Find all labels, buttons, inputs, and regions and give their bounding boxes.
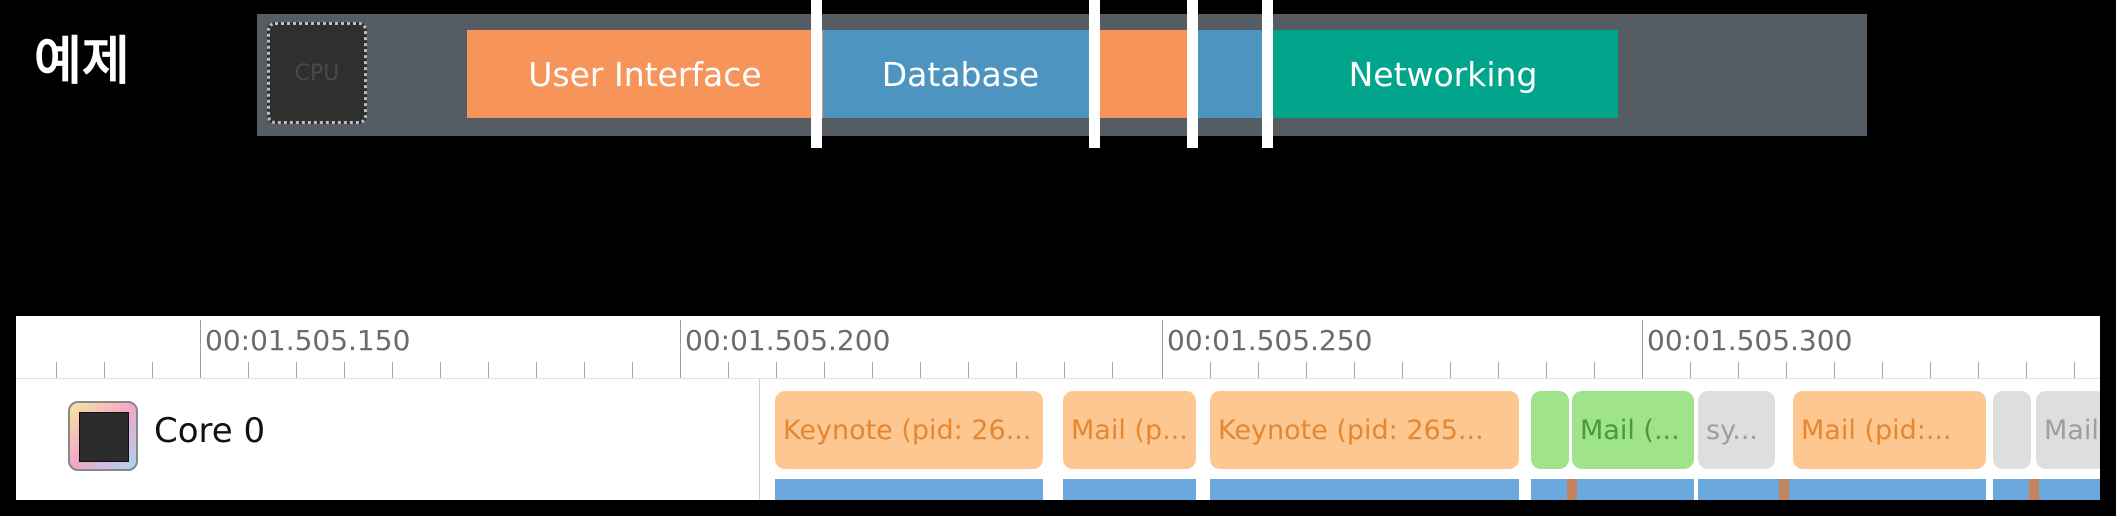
ruler-minor-tick xyxy=(1354,362,1355,378)
thread-event[interactable]: Keynote (pid: 26... xyxy=(775,391,1043,469)
ruler-minor-tick xyxy=(344,362,345,378)
ruler-minor-tick xyxy=(1016,362,1017,378)
ruler-minor-tick xyxy=(296,362,297,378)
ruler-major-tick xyxy=(200,320,201,378)
thread-event[interactable]: Mail (p... xyxy=(1063,391,1196,469)
cpu-usage-bar xyxy=(1993,479,2100,500)
ruler-minor-tick xyxy=(1258,362,1259,378)
ruler-minor-tick xyxy=(776,362,777,378)
ruler-minor-tick xyxy=(1064,362,1065,378)
ruler-major-tick xyxy=(1162,320,1163,378)
cpu-usage-bar xyxy=(1531,479,1694,500)
ruler-minor-tick xyxy=(392,362,393,378)
ruler-minor-tick xyxy=(536,362,537,378)
ruler-minor-tick xyxy=(1978,362,1979,378)
ruler-label: 00:01.505.150 xyxy=(205,324,411,357)
ruler-major-tick xyxy=(1642,320,1643,378)
ruler-minor-tick xyxy=(2074,362,2075,378)
ruler-label: 00:01.505.200 xyxy=(685,324,891,357)
ruler-minor-tick xyxy=(440,362,441,378)
core-row-header[interactable]: Core 0 xyxy=(16,379,760,500)
cpu-usage-bar xyxy=(775,479,1043,500)
ruler-minor-tick xyxy=(1834,362,1835,378)
thread-event[interactable]: sy... xyxy=(1698,391,1775,469)
ruler-minor-tick xyxy=(1738,362,1739,378)
ruler-minor-tick xyxy=(824,362,825,378)
ruler-minor-tick xyxy=(56,362,57,378)
time-ruler[interactable]: 00:01.505.150 00:01.505.200 00:01.505.25… xyxy=(16,316,2100,379)
ruler-minor-tick xyxy=(1498,362,1499,378)
segment-database: Database xyxy=(823,30,1098,118)
ruler-minor-tick xyxy=(920,362,921,378)
ruler-minor-tick xyxy=(488,362,489,378)
segment-user-interface-2 xyxy=(1098,30,1194,118)
core-label: Core 0 xyxy=(154,411,266,451)
interrupt-marker xyxy=(2029,479,2039,500)
context-switch-marker xyxy=(811,0,822,148)
ruler-minor-tick xyxy=(1594,362,1595,378)
context-switch-marker xyxy=(1089,0,1100,148)
segment-networking: Networking xyxy=(1268,30,1618,118)
ruler-minor-tick xyxy=(632,362,633,378)
context-switch-marker xyxy=(1187,0,1198,148)
ruler-minor-tick xyxy=(1690,362,1691,378)
cpu-chip-icon: CPU xyxy=(267,22,367,124)
ruler-minor-tick xyxy=(1450,362,1451,378)
ruler-minor-tick xyxy=(968,362,969,378)
ruler-minor-tick xyxy=(1112,362,1113,378)
ruler-label: 00:01.505.300 xyxy=(1647,324,1853,357)
thread-event[interactable] xyxy=(1993,391,2031,469)
interrupt-marker xyxy=(1779,479,1789,500)
page-title: 예제 xyxy=(34,32,130,92)
ruler-minor-tick xyxy=(728,362,729,378)
instruments-timeline-panel: 00:01.505.150 00:01.505.200 00:01.505.25… xyxy=(16,316,2100,500)
ruler-minor-tick xyxy=(1930,362,1931,378)
ruler-minor-tick xyxy=(1402,362,1403,378)
ruler-minor-tick xyxy=(1786,362,1787,378)
ruler-minor-tick xyxy=(152,362,153,378)
ruler-minor-tick xyxy=(2026,362,2027,378)
ruler-minor-tick xyxy=(104,362,105,378)
thread-event[interactable]: Keynote (pid: 265... xyxy=(1210,391,1519,469)
cpu-usage-bar xyxy=(1698,479,1986,500)
ruler-minor-tick xyxy=(1306,362,1307,378)
segment-user-interface: User Interface xyxy=(467,30,823,118)
ruler-major-tick xyxy=(680,320,681,378)
segment-database-2 xyxy=(1194,30,1268,118)
ruler-minor-tick xyxy=(1546,362,1547,378)
thread-event[interactable]: Mail xyxy=(2036,391,2100,469)
thread-event[interactable] xyxy=(1531,391,1569,469)
context-switch-marker xyxy=(1262,0,1273,148)
thread-event[interactable]: Mail (... xyxy=(1572,391,1694,469)
ruler-label: 00:01.505.250 xyxy=(1167,324,1373,357)
cpu-usage-bar xyxy=(1210,479,1519,500)
cpu-usage-bar xyxy=(1063,479,1196,500)
core-0-track[interactable]: Keynote (pid: 26... Mail (p... Keynote (… xyxy=(760,379,2100,500)
ruler-minor-tick xyxy=(1210,362,1211,378)
ruler-minor-tick xyxy=(584,362,585,378)
cpu-chip-label: CPU xyxy=(294,61,340,86)
ruler-minor-tick xyxy=(248,362,249,378)
thread-event[interactable]: Mail (pid:... xyxy=(1793,391,1986,469)
interrupt-marker xyxy=(1567,479,1577,500)
ruler-minor-tick xyxy=(1882,362,1883,378)
core-icon xyxy=(68,401,138,471)
ruler-minor-tick xyxy=(872,362,873,378)
